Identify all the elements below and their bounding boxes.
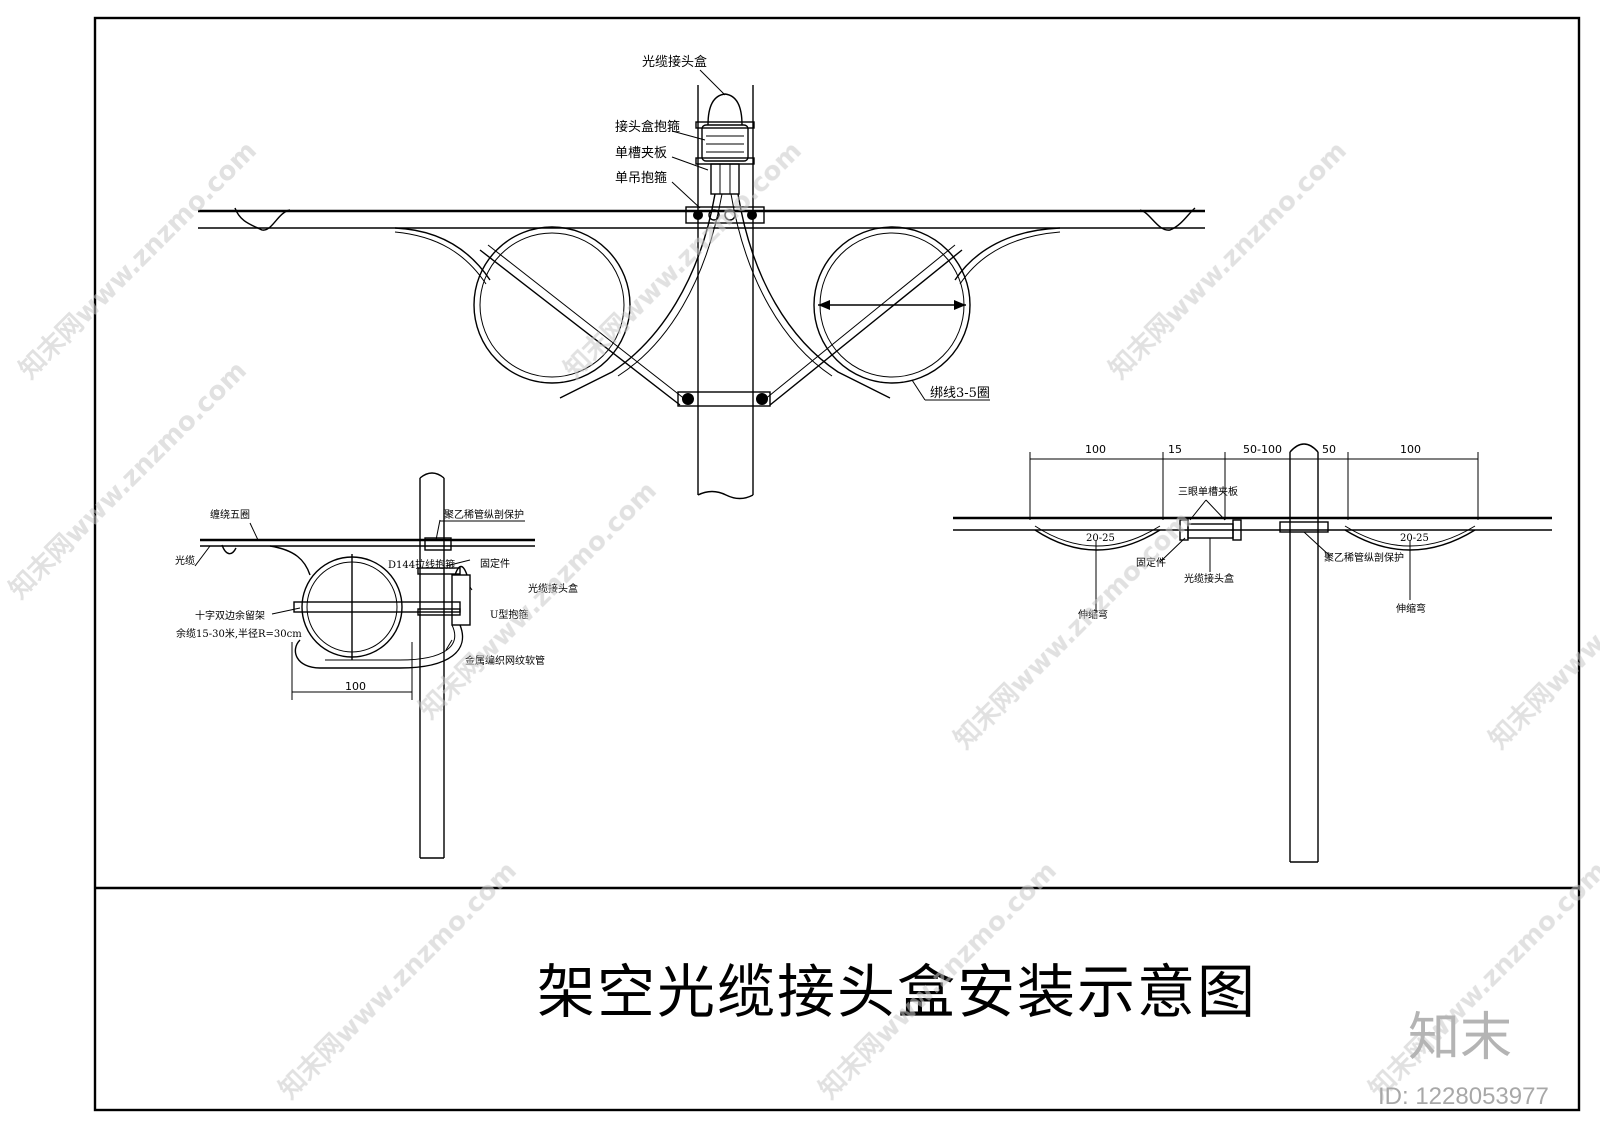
- label-splice-box-right: 光缆接头盒: [1184, 572, 1234, 585]
- dim-d5: 100: [1400, 443, 1421, 456]
- label-wrap: 缠绕五圈: [210, 508, 250, 521]
- splice-box: [701, 124, 749, 162]
- label-fixer-right: 固定件: [1136, 556, 1166, 569]
- label-spare: 余缆15-30米,半径R=30cm: [176, 627, 302, 640]
- brand-logo: 知末: [1408, 1008, 1512, 1068]
- left-view: 100 缠绕五圈 光缆 聚乙稀管纵剖保护 D144拉线抱箍 固定件 光缆接头盒 …: [175, 472, 578, 859]
- label-stretch-left: 伸缩弯: [1078, 608, 1108, 621]
- top-view: 光缆接头盒 接头盒抱箍 单槽夹板 单吊抱箍 绑线3-5圈: [198, 54, 1205, 500]
- dim-d3: 50-100: [1243, 443, 1282, 456]
- watermark: 知末网www.znzmo.com: [559, 136, 808, 385]
- label-binding: 绑线3-5圈: [930, 386, 990, 401]
- label-hose: 金属编织网纹软管: [465, 654, 545, 667]
- outer-frame: [93, 16, 1581, 1112]
- label-box-hoop: 接头盒抱箍: [615, 119, 680, 135]
- watermark: 知末网www.znzmo.com: [1484, 506, 1600, 755]
- label-u-hoop: U型抱箍: [490, 608, 528, 621]
- label-clamp: 单槽夹板: [615, 146, 667, 161]
- dim-d4: 50: [1322, 443, 1336, 456]
- right-view: 100 15 50-100 50 100 20-25 20-25 三眼单槽夹板 …: [953, 443, 1552, 863]
- label-cable: 光缆: [175, 554, 195, 567]
- label-splice-box-left: 光缆接头盒: [528, 582, 578, 595]
- dim-100-left: 100: [345, 680, 366, 693]
- dim-sag-left: 20-25: [1086, 533, 1115, 544]
- image-id: ID: 1228053977: [1378, 1083, 1549, 1110]
- page-title: 架空光缆接头盒安装示意图: [537, 958, 1257, 1026]
- label-pe-protect-right: 聚乙稀管纵剖保护: [1324, 551, 1404, 564]
- watermark: 知末网www.znzmo.com: [4, 356, 253, 605]
- watermark: 知末网www.znzmo.com: [1104, 136, 1353, 385]
- label-pe-protect: 聚乙稀管纵剖保护: [444, 508, 524, 521]
- dim-d2: 15: [1168, 443, 1182, 456]
- label-splice-box: 光缆接头盒: [642, 54, 707, 70]
- watermark: 知末网www.znzmo.com: [14, 136, 263, 385]
- dim-d1: 100: [1085, 443, 1106, 456]
- label-fixer: 固定件: [480, 557, 510, 570]
- label-rack: 十字双边余留架: [195, 609, 265, 622]
- watermark: 知末网www.znzmo.com: [274, 856, 523, 1105]
- dim-sag-right: 20-25: [1400, 533, 1429, 544]
- label-d144: D144拉线抱箍: [388, 558, 455, 571]
- label-three-hole: 三眼单槽夹板: [1178, 485, 1238, 498]
- left-cable-loop: [473, 226, 631, 384]
- label-single-hoop: 单吊抱箍: [615, 170, 667, 186]
- right-cable-loop: [813, 226, 971, 384]
- label-stretch-right: 伸缩弯: [1396, 602, 1426, 615]
